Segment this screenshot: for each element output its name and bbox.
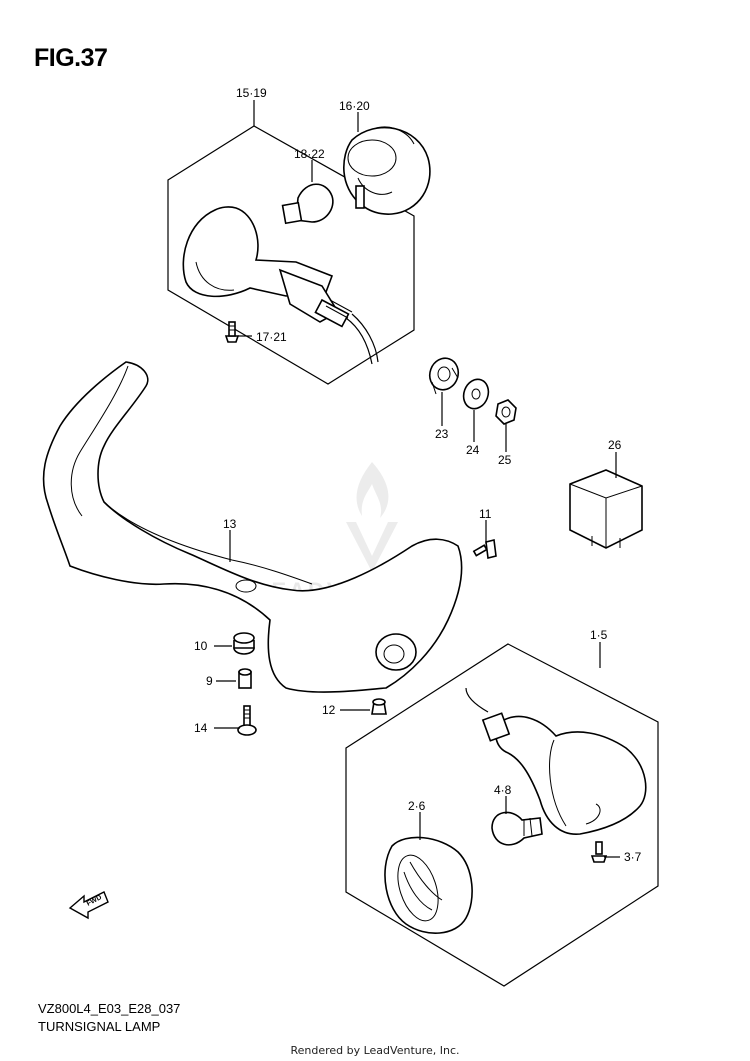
grommet-10 [233, 632, 255, 655]
lower-bulb-4-8 [491, 811, 543, 846]
callout-15-19: 15·19 [236, 86, 267, 100]
callout-26: 26 [608, 438, 622, 452]
hardware-stack [428, 357, 517, 425]
screw-17-21 [224, 321, 240, 343]
callout-24: 24 [466, 443, 480, 457]
callout-14: 14 [194, 721, 208, 735]
washer-23 [428, 357, 460, 395]
callout-10: 10 [194, 639, 208, 653]
nut-12 [371, 698, 387, 715]
callout-23: 23 [435, 427, 449, 441]
callout-labels: 15·19 16·20 18·22 17·21 23 24 25 26 13 1… [194, 86, 642, 864]
lower-lamp-housing [465, 687, 647, 835]
upper-lamp-group [167, 125, 431, 385]
watermark-logo [346, 462, 398, 572]
screw-11 [472, 539, 497, 559]
lower-lens-2-6 [384, 836, 473, 934]
leader-lines [214, 100, 620, 858]
render-credit: Rendered by LeadVenture, Inc. [290, 1044, 460, 1057]
upper-bulb-18-22 [281, 183, 334, 225]
callout-13: 13 [223, 517, 237, 531]
upper-lamp-housing [182, 206, 379, 365]
lower-group-outline [345, 643, 659, 987]
screw-3-7 [590, 841, 608, 863]
callout-11: 11 [479, 507, 492, 521]
callout-3-7: 3·7 [624, 850, 642, 864]
bracket-13 [42, 361, 463, 693]
collar-9 [238, 668, 252, 689]
callout-25: 25 [498, 453, 512, 467]
callout-17-21: 17·21 [256, 330, 287, 344]
callout-2-6: 2·6 [408, 799, 426, 813]
nut-25 [495, 399, 517, 425]
washer-24 [462, 378, 490, 410]
bolt-14 [237, 705, 257, 736]
relay-26 [569, 469, 643, 549]
callout-1-5: 1·5 [590, 628, 608, 642]
upper-lens-16-20 [343, 126, 431, 215]
fwd-arrow-icon: FWD [68, 891, 109, 920]
figure-title: FIG.37 [34, 44, 108, 72]
lower-lamp-group [345, 643, 659, 987]
figure-name: TURNSIGNAL LAMP [38, 1019, 161, 1034]
callout-16-20: 16·20 [339, 99, 370, 113]
callout-9: 9 [206, 674, 213, 688]
callout-4-8: 4·8 [494, 783, 512, 797]
figure-code: VZ800L4_E03_E28_037 [38, 1001, 181, 1016]
callout-12: 12 [322, 703, 336, 717]
callout-18-22: 18·22 [294, 147, 325, 161]
